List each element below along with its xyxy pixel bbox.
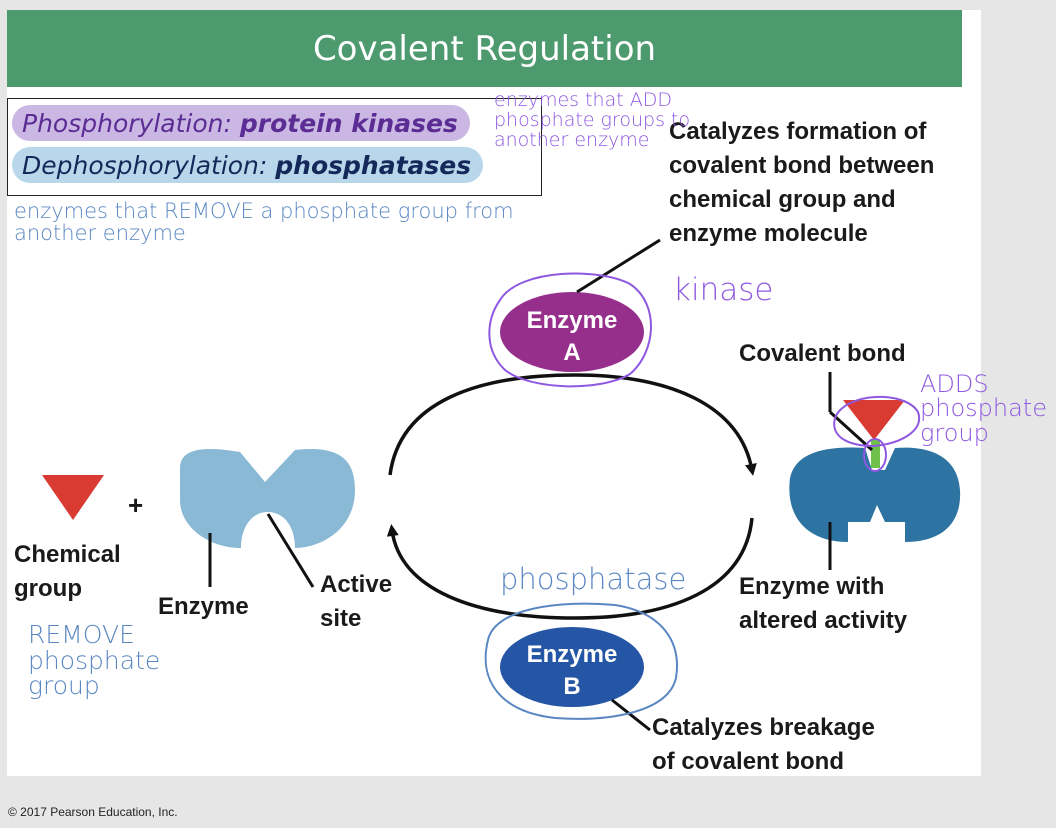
reverse-arrow (386, 517, 754, 620)
bond-circle-annotation (863, 438, 887, 472)
enzyme-b-ellipse (500, 627, 644, 707)
bond-leader-line-diagonal (828, 410, 874, 452)
forward-arrow (388, 373, 757, 476)
plus-sign: + (128, 490, 144, 520)
adds-phosphate-note: ADDS phosphate group (920, 370, 1047, 447)
phosphatase-definition-note: enzymes that REMOVE a phosphate group fr… (14, 199, 514, 246)
catalyzes-breakage-label: Catalyzes breakage of covalent bond (652, 714, 875, 775)
altered-enzyme-label: Enzyme with altered activity (739, 573, 908, 634)
enzyme-a-label-line1: Enzyme (527, 307, 618, 334)
enzyme-label: Enzyme (158, 593, 249, 620)
catalyzes-formation-label: Catalyzes formation of covalent bond bet… (669, 118, 935, 247)
slide-title: Covalent Regulation (7, 10, 962, 87)
group-circle-annotation (833, 395, 921, 448)
enzyme-a-ellipse (500, 292, 644, 372)
enzyme-shape (180, 448, 355, 548)
slide-title-text: Covalent Regulation (312, 28, 657, 69)
kinase-definition-note: enzymes that ADD phosphate groups to ano… (494, 89, 691, 151)
enzyme-b-label-line1: Enzyme (527, 641, 618, 668)
phosphatases-term: phosphatases (275, 150, 472, 180)
phosphorylation-definition: Phosphorylation: protein kinases (12, 105, 470, 141)
definitions-box: Phosphorylation: protein kinases Dephosp… (7, 98, 542, 196)
dephosphorylation-definition: Dephosphorylation: phosphatases (12, 147, 484, 183)
remove-phosphate-note: REMOVE phosphate group (28, 620, 161, 700)
active-site-leader-line (266, 513, 315, 588)
kinase-note: kinase (673, 272, 774, 308)
protein-kinases-term: protein kinases (239, 108, 458, 138)
breakage-leader-line (611, 698, 651, 732)
bound-chemical-group (843, 400, 905, 440)
kinase-circle-annotation (488, 272, 652, 388)
phosphatase-circle-annotation (484, 602, 678, 720)
covalent-bond-label: Covalent bond (739, 340, 906, 367)
phosphorylation-prefix: Phosphorylation: (22, 108, 240, 138)
chemical-group-label: Chemical group (14, 541, 121, 602)
active-site-label: Active site (320, 571, 393, 632)
enzyme-a-label-line2: A (563, 339, 580, 366)
altered-enzyme-shape (789, 447, 961, 542)
enzyme-b-label-line2: B (563, 673, 580, 700)
formation-leader-line (576, 238, 661, 294)
copyright-notice: © 2017 Pearson Education, Inc. (8, 805, 178, 819)
dephosphorylation-prefix: Dephosphorylation: (22, 150, 276, 180)
covalent-bond-link (871, 440, 880, 468)
phosphatase-note: phosphatase (500, 562, 687, 596)
chemical-group-triangle (42, 475, 104, 520)
